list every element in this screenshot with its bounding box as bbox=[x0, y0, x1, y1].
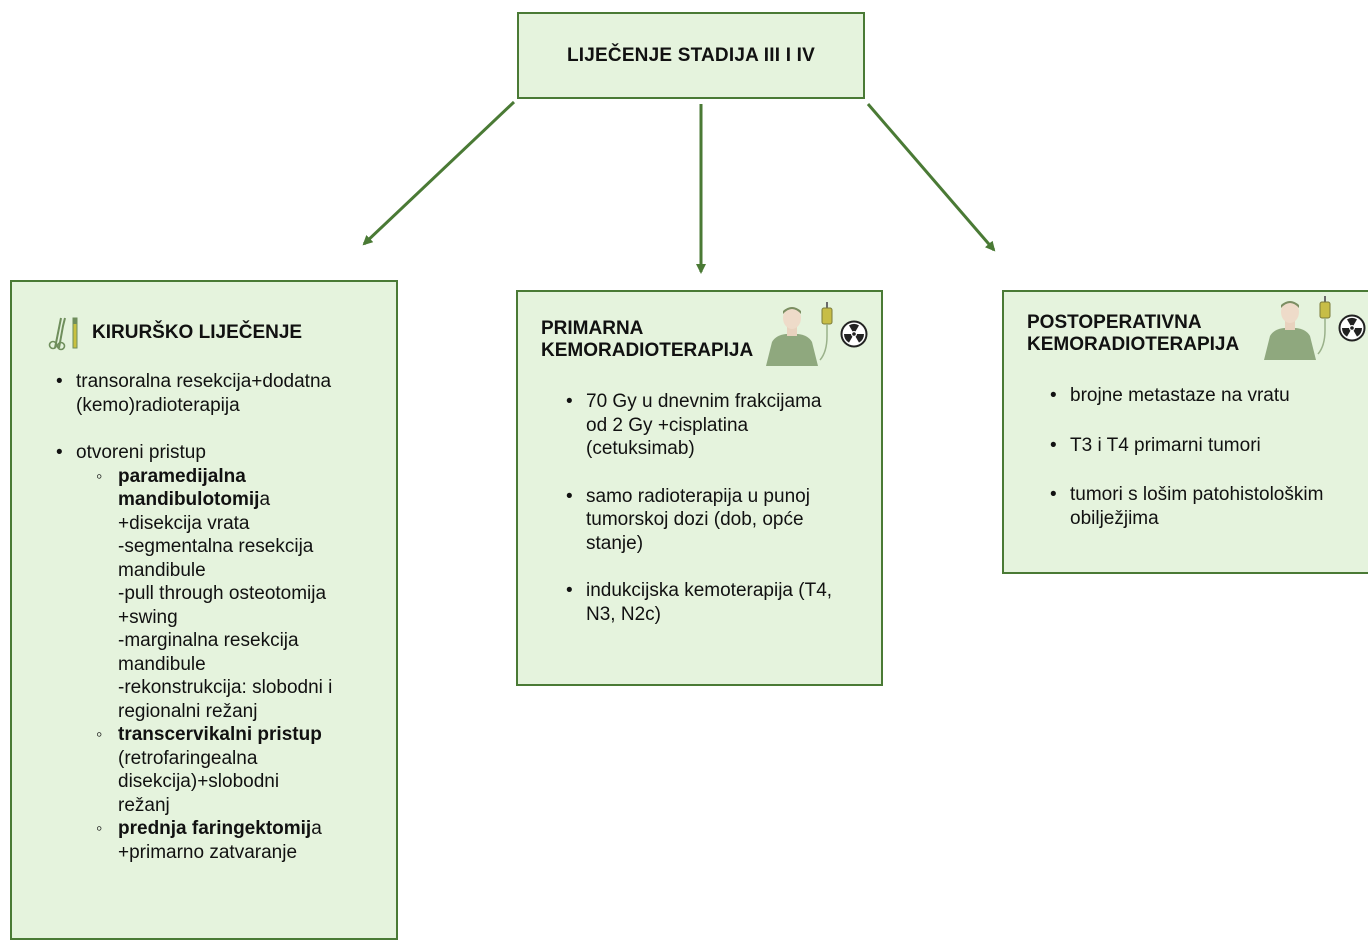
list-item: brojne metastaze na vratu bbox=[1046, 384, 1346, 408]
list-item: indukcijska kemoterapija (T4, N3, N2c) bbox=[562, 579, 837, 626]
arrow-right bbox=[866, 103, 996, 252]
list-item: 70 Gy u dnevnim frakcijama od 2 Gy +cisp… bbox=[562, 390, 837, 461]
primary-chemoradiotherapy-box: PRIMARNA KEMORADIOTERAPIJA 70 Gy u dnevn… bbox=[516, 290, 883, 686]
radiation-icon bbox=[1338, 314, 1366, 342]
surgical-instruments-icon bbox=[48, 317, 78, 351]
list-item: otvoreni pristup paramedijalna mandibulo… bbox=[52, 441, 397, 864]
sub-list-item: transcervikalni pristup (retrofaringealn… bbox=[94, 723, 344, 817]
primary-title: PRIMARNA KEMORADIOTERAPIJA bbox=[541, 318, 754, 361]
top-box: LIJEČENJE STADIJA III I IV bbox=[517, 12, 865, 99]
sub-list-item: paramedijalna mandibulotomija +disekcija… bbox=[94, 465, 344, 724]
sub-list-item: prednja faringektomija +primarno zatvara… bbox=[94, 817, 344, 864]
surgery-title: KIRURŠKO LIJEČENJE bbox=[92, 322, 303, 343]
surgery-list: transoralna resekcija+dodatna (kemo)radi… bbox=[52, 370, 397, 864]
postoperative-list: brojne metastaze na vratu T3 i T4 primar… bbox=[1046, 384, 1346, 530]
patient-icon bbox=[1264, 301, 1316, 360]
postoperative-title: POSTOPERATIVNA KEMORADIOTERAPIJA bbox=[1027, 312, 1240, 355]
list-item: T3 i T4 primarni tumori bbox=[1046, 434, 1346, 458]
arrows bbox=[362, 100, 996, 274]
iv-drip-icon bbox=[1317, 296, 1331, 355]
primary-list: 70 Gy u dnevnim frakcijama od 2 Gy +cisp… bbox=[562, 390, 837, 626]
arrow-left bbox=[362, 100, 516, 246]
radiation-icon bbox=[840, 320, 868, 348]
list-item: tumori s lošim patohistološkim obilježji… bbox=[1046, 483, 1346, 530]
iv-drip-icon bbox=[819, 302, 833, 361]
postoperative-chemoradiotherapy-box: POSTOPERATIVNA KEMORADIOTERAPIJA brojne … bbox=[1002, 290, 1368, 574]
list-item: transoralna resekcija+dodatna (kemo)radi… bbox=[52, 370, 397, 417]
list-item: samo radioterapija u punoj tumorskoj doz… bbox=[562, 485, 837, 556]
surgery-box: KIRURŠKO LIJEČENJE transoralna resekcija… bbox=[10, 280, 398, 940]
top-title: LIJEČENJE STADIJA III I IV bbox=[566, 44, 816, 66]
patient-icon bbox=[766, 307, 818, 366]
